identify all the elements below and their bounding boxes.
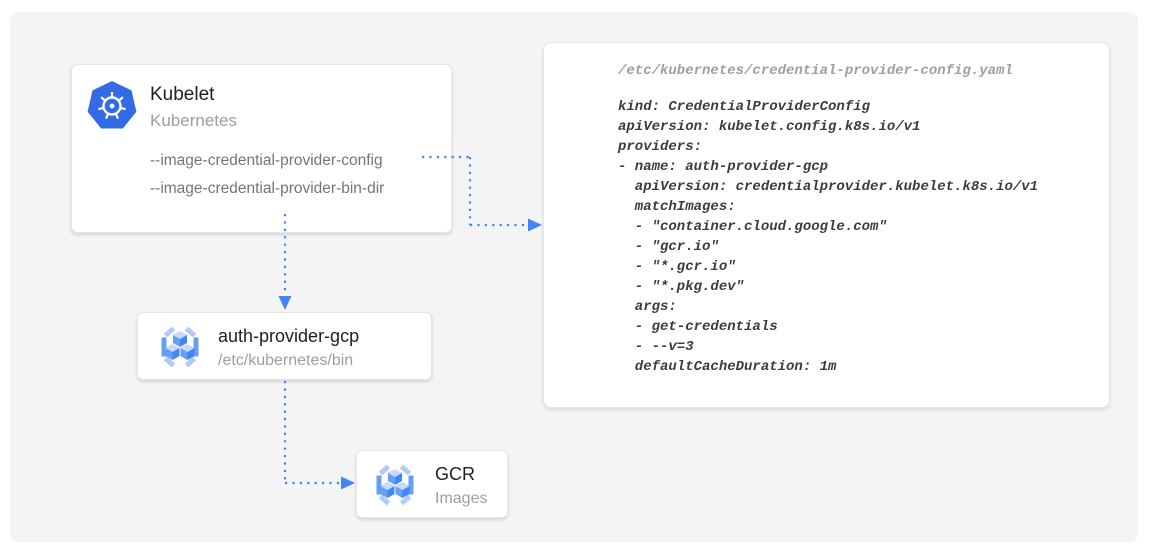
- gcr-title: GCR: [435, 464, 475, 484]
- kubernetes-icon: [87, 81, 137, 129]
- config-yaml-content: kind: CredentialProviderConfig apiVersio…: [618, 99, 1039, 375]
- auth-provider-gcp-title: auth-provider-gcp: [218, 326, 360, 346]
- credential-provider-config-panel: /etc/kubernetes/credential-provider-conf…: [543, 42, 1110, 408]
- auth-provider-gcp-subtitle: /etc/kubernetes/bin: [218, 352, 354, 369]
- config-file-path: /etc/kubernetes/credential-provider-conf…: [618, 63, 1013, 79]
- kubelet-flag-config: --image-credential-provider-config: [150, 152, 383, 169]
- kubelet-title: Kubelet: [150, 84, 215, 105]
- kubelet-flag-bin-dir: --image-credential-provider-bin-dir: [150, 180, 385, 197]
- auth-provider-gcp-node: auth-provider-gcp /etc/kubernetes/bin: [137, 312, 432, 380]
- gcr-icon: [376, 464, 414, 506]
- gcr-node: GCR Images: [356, 450, 508, 518]
- gcr-subtitle: Images: [435, 490, 488, 507]
- gcr-icon: [161, 326, 199, 368]
- kubelet-subtitle: Kubernetes: [150, 111, 237, 130]
- kubelet-flags: --image-credential-provider-config --ima…: [150, 147, 384, 203]
- kubelet-node: Kubelet Kubernetes --image-credential-pr…: [71, 64, 452, 233]
